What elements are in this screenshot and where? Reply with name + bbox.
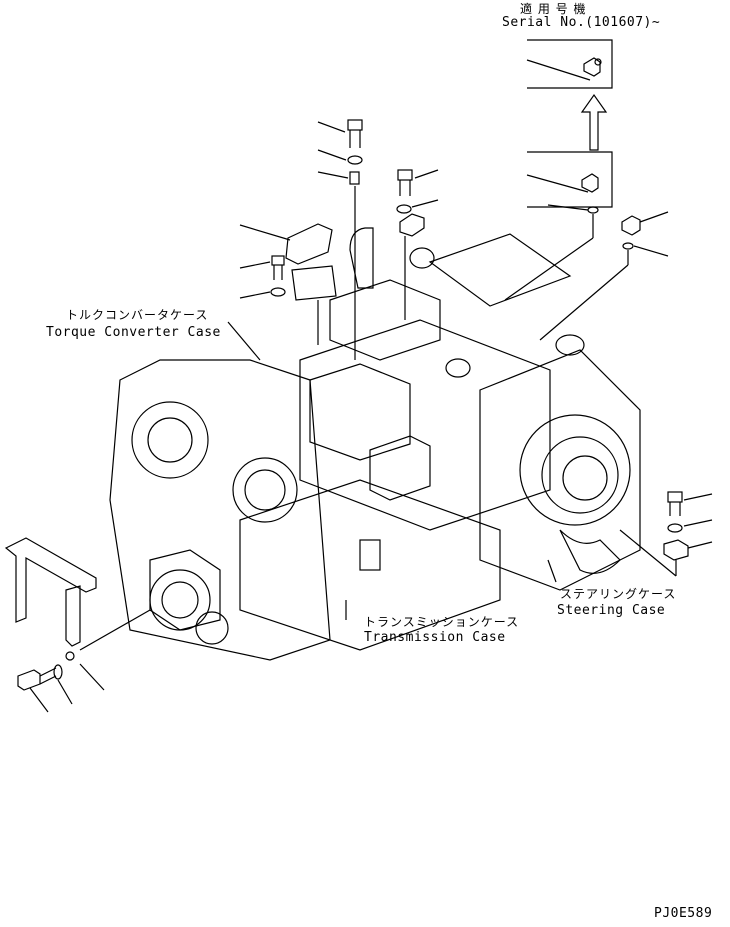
steering-clamp-group [619,491,713,577]
steering-label: Steering Case [557,603,666,618]
leader-steering [547,559,557,583]
applicability-box-old [526,151,613,214]
applicability-box-new [526,39,613,89]
steering-label-jp: ステアリングケース [560,587,677,601]
elbow-fitting [504,211,669,341]
applicability-title: 適 用 号 機 [520,2,587,16]
torque-converter-label: Torque Converter Case [46,325,221,340]
torque-converter-label-jp: トルクコンバータケース [66,308,209,322]
top-bolt-group [317,119,439,360]
lower-bracket [4,537,151,713]
upgrade-arrow [580,93,608,151]
leader-torque-converter [227,321,261,361]
transmission-label: Transmission Case [364,630,506,645]
transmission-label-jp: トランスミッションケース [364,615,520,629]
serial-number-label: Serial No.(101607)~ [502,15,661,30]
upper-bracket [239,223,337,345]
transmission-assembly [109,227,641,661]
drawing-code: PJ0E589 [654,906,713,921]
